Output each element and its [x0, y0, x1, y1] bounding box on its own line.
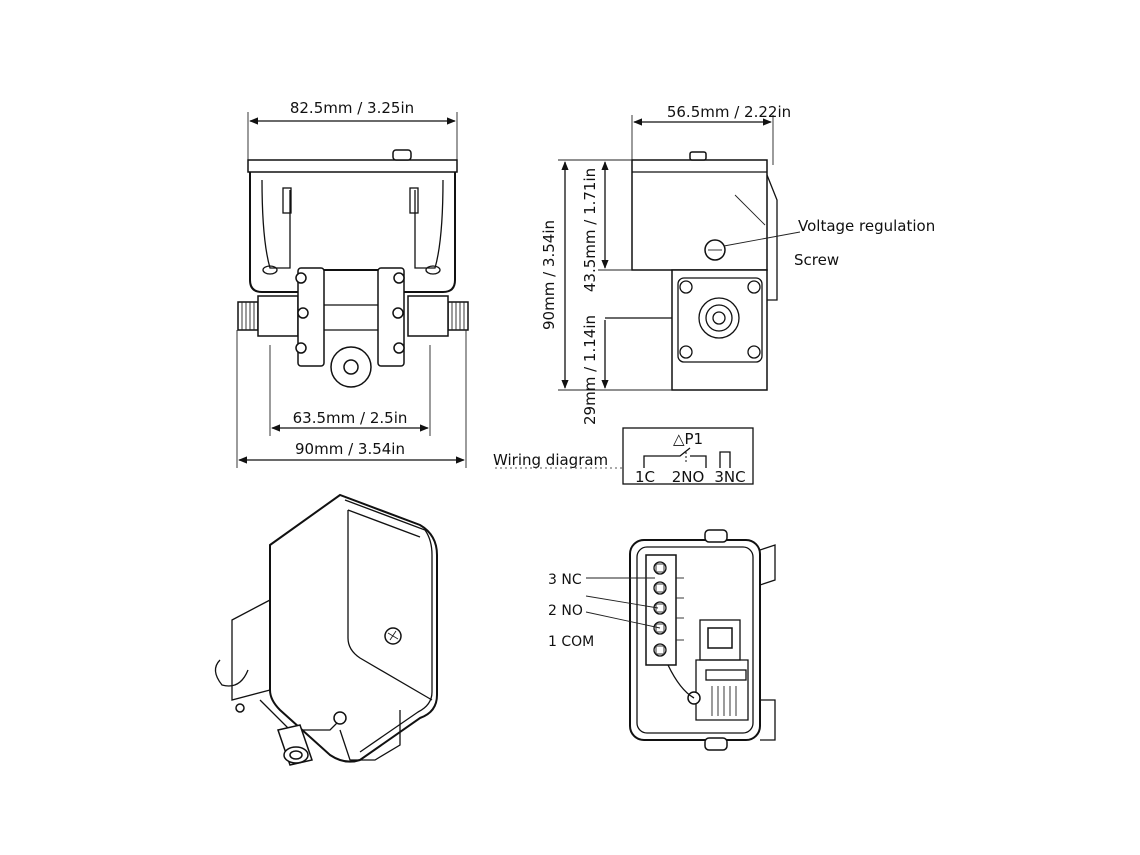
front-inner-width-label: 63.5mm / 2.5in	[293, 409, 408, 427]
terminal-3nc: 3NC	[714, 468, 745, 486]
side-upper-height-label: 43.5mm / 1.71in	[581, 168, 599, 292]
voltage-regulation-label: Voltage regulation	[798, 217, 935, 235]
side-total-height-label: 90mm / 3.54in	[540, 220, 558, 330]
side-lower-height-label: 29mm / 1.14in	[581, 315, 599, 425]
wiring-diagram: Wiring diagram △P1 1C 2NO 3NC	[493, 427, 754, 486]
terminal-label-1com: 1 COM	[548, 634, 594, 650]
terminal-view: 3 NC 2 NO 1 COM	[548, 529, 776, 751]
terminal-label-2no: 2 NO	[548, 603, 583, 619]
wiring-diagram-label: Wiring diagram	[493, 451, 608, 469]
isometric-view	[214, 493, 438, 766]
side-view: 56.5mm / 2.22in 90mm / 3.54in 43.5mm / 1…	[540, 103, 935, 425]
terminal-label-3nc: 3 NC	[548, 572, 582, 588]
front-view: 82.5mm / 3.25in	[236, 99, 469, 468]
terminal-1c: 1C	[635, 468, 655, 486]
front-total-width-label: 90mm / 3.54in	[295, 440, 405, 458]
front-width-label: 82.5mm / 3.25in	[290, 99, 414, 117]
screw-label: Screw	[794, 251, 839, 269]
wiring-symbol: △P1	[673, 430, 703, 448]
side-width-label: 56.5mm / 2.22in	[667, 103, 791, 121]
terminal-2no: 2NO	[672, 468, 705, 486]
